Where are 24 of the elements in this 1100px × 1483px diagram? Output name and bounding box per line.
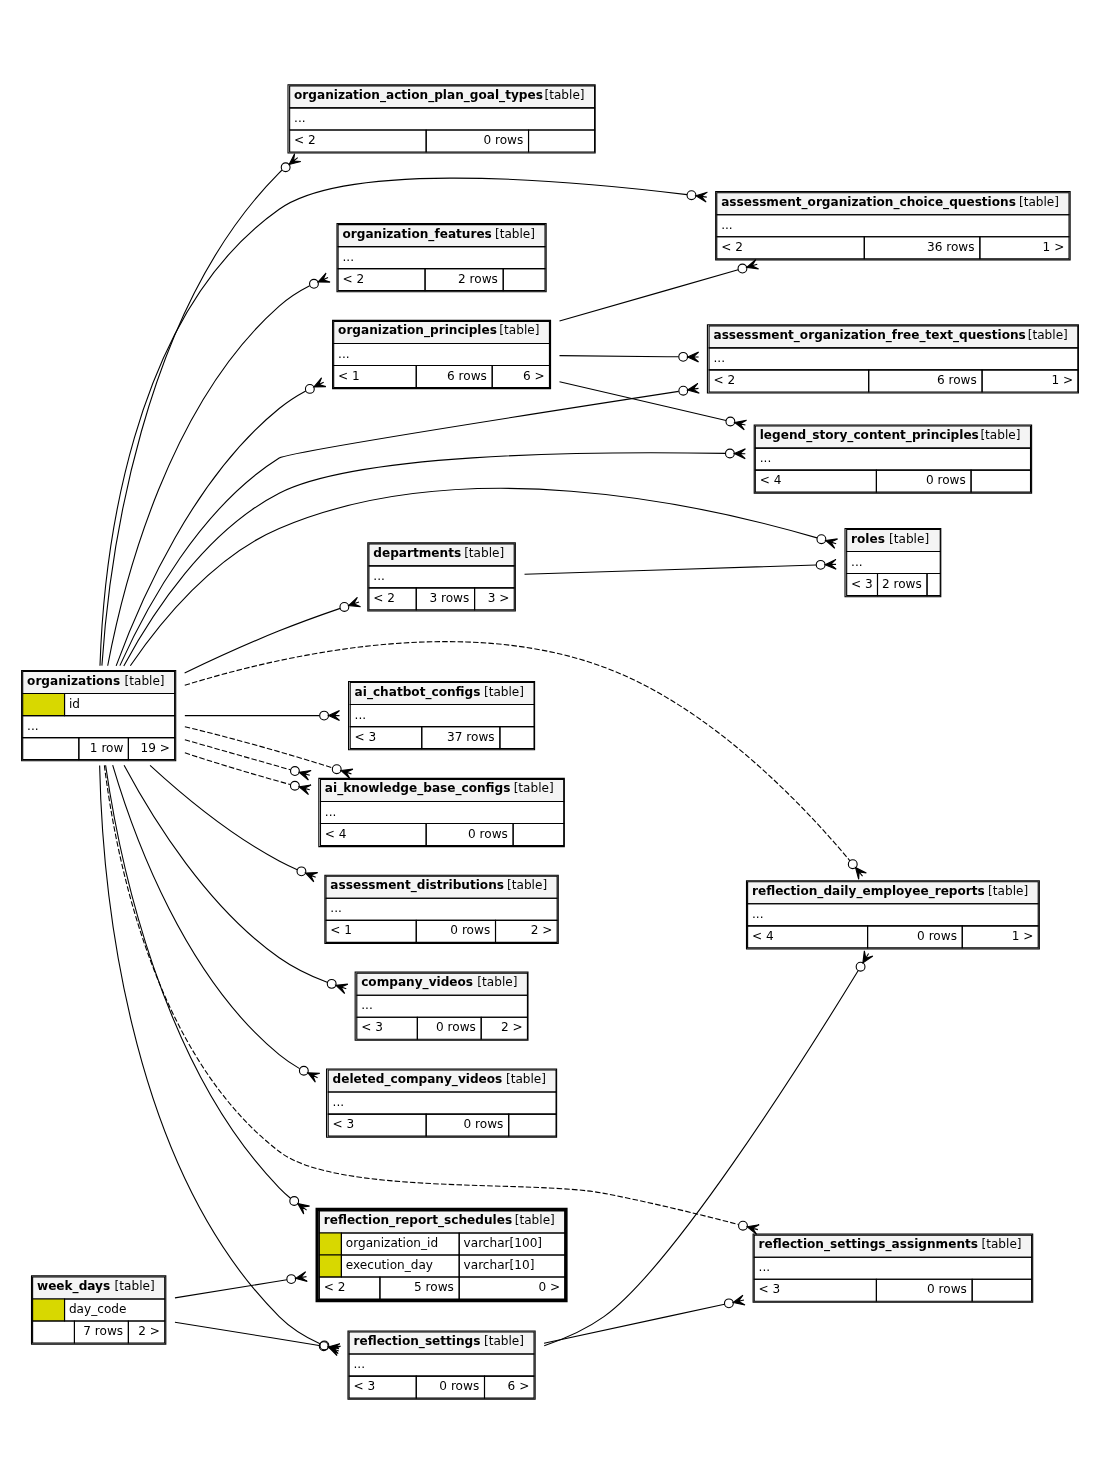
connector xyxy=(101,152,302,666)
connector xyxy=(558,351,700,363)
connector xyxy=(123,764,349,994)
connector xyxy=(149,764,319,882)
connector xyxy=(543,1294,746,1344)
connector xyxy=(184,709,341,721)
connector xyxy=(184,725,354,779)
connector xyxy=(123,447,746,666)
connector xyxy=(184,738,312,781)
connector xyxy=(99,177,708,666)
connector xyxy=(112,764,321,1083)
connector xyxy=(184,751,312,795)
connector xyxy=(115,376,327,666)
connector xyxy=(105,764,311,1215)
connector xyxy=(129,487,839,666)
connector xyxy=(184,596,362,673)
connector xyxy=(558,258,760,322)
connector xyxy=(107,272,331,666)
connector xyxy=(119,382,700,666)
connector xyxy=(543,949,874,1346)
connector xyxy=(184,640,867,880)
connector xyxy=(174,1270,308,1298)
connector xyxy=(524,558,837,575)
connector xyxy=(558,380,748,430)
